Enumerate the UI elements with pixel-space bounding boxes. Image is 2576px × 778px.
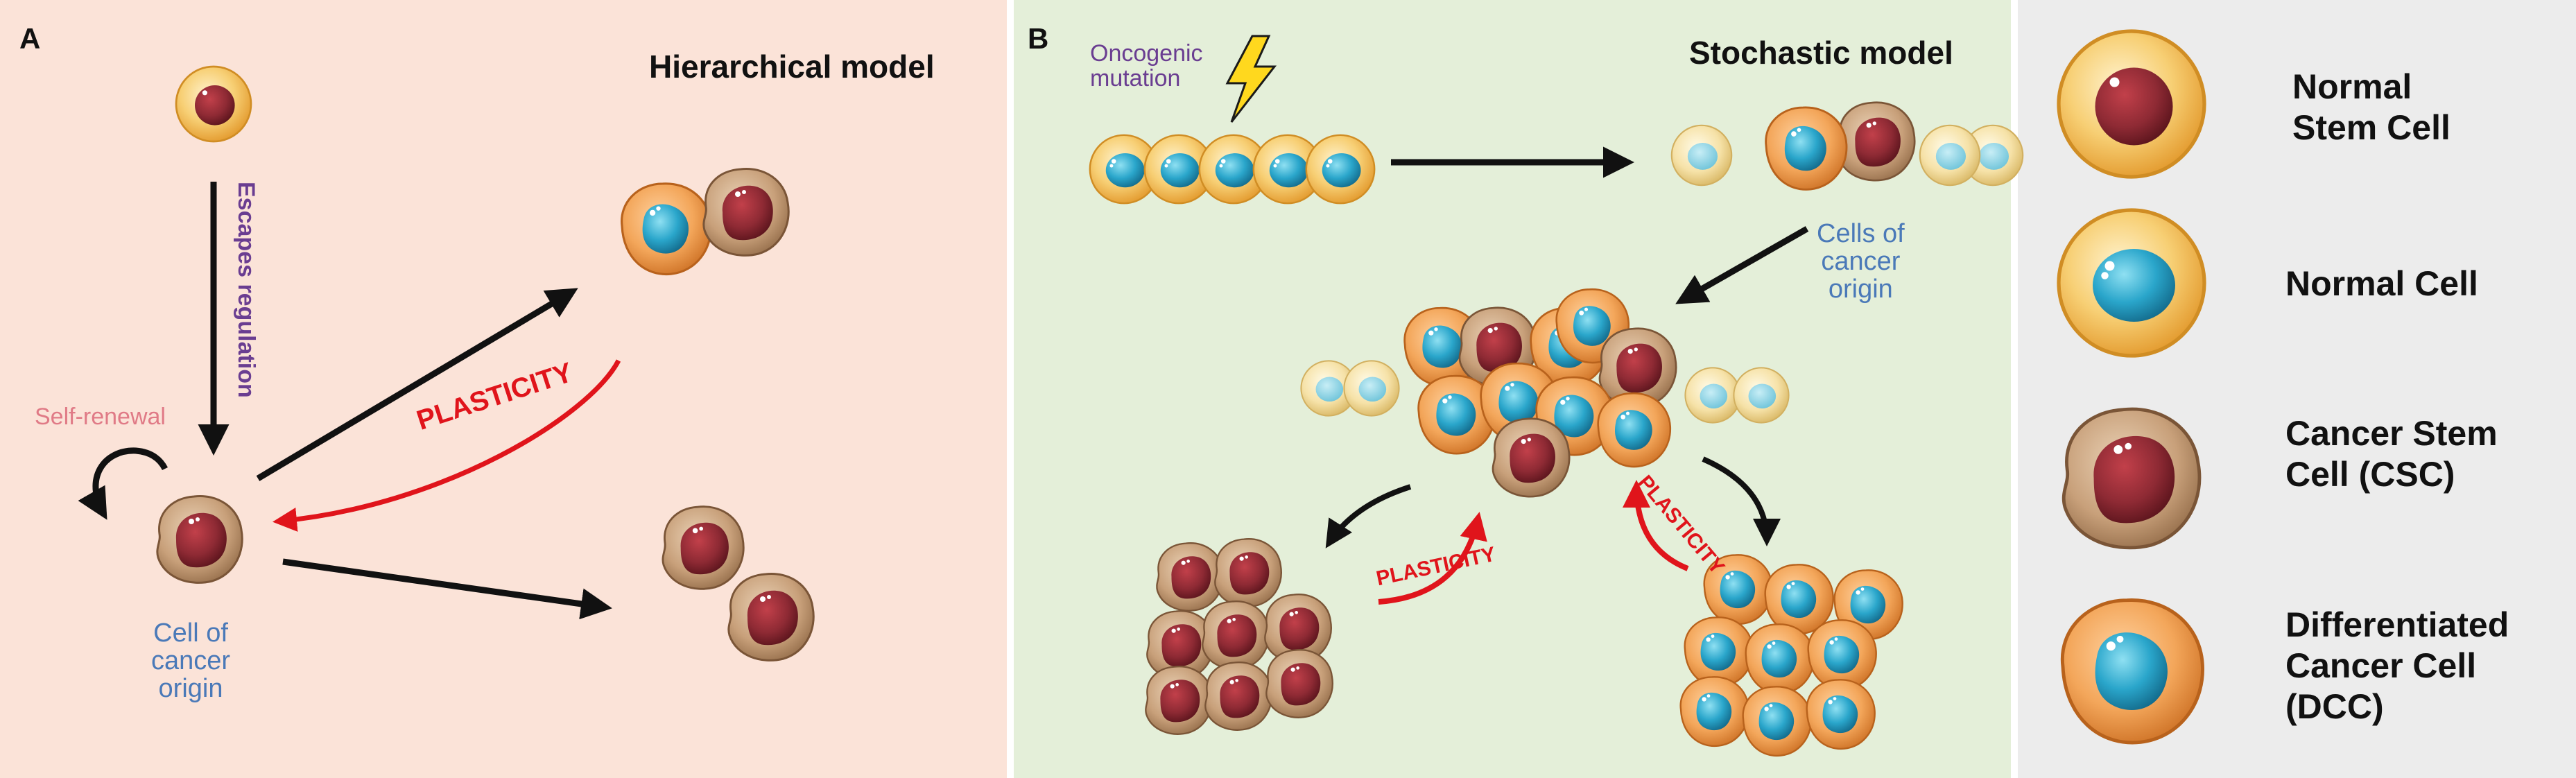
cancer-origin-label-b-line2: cancer [1821,246,1901,276]
escapes-regulation-label: Escapes regulation [233,182,259,398]
cancer-origin-label-b-line1: Cells of [1817,219,1905,248]
legend-normal-stem-line1: Normal [2292,67,2412,106]
dcc-tumor-cluster [1679,554,1903,757]
csc-cluster-bottom [662,505,815,662]
mutated-cell-row [1670,101,2024,191]
self-renewal-label: Self-renewal [35,404,166,430]
legend-dcc-line3: (DCC) [2285,687,2384,726]
legend-normal-cell-line1: Normal Cell [2285,264,2478,303]
legend-label-normal-cell: Normal Cell [2285,263,2478,304]
legend-csc-line2: Cell (CSC) [2285,455,2455,494]
legend-csc-line1: Cancer Stem [2285,414,2498,453]
panel-a-letter: A [19,22,41,55]
legend-normal-stem-line2: Stem Cell [2292,108,2450,147]
cancer-origin-label-a-line1: Cell of [153,619,228,648]
oncogenic-mutation-line1: Oncogenic [1090,40,1203,67]
oncogenic-mutation-line2: mutation [1090,64,1181,92]
cancer-origin-label-a: Cell of cancer origin [151,619,231,703]
panel-b-title: Stochastic model [1689,35,1953,71]
csc-tumor-cluster [1145,538,1333,735]
legend-label-differentiated-cancer-cell: Differentiated Cancer Cell (DCC) [2285,605,2509,727]
arrow-to-csc-cluster [282,558,612,620]
panel-a-hierarchical-model [0,0,1007,778]
self-renewal-arrow [78,447,168,520]
cancer-origin-label-b-line3: origin [1828,274,1893,304]
plasticity-arrow-b-right [1623,480,1689,571]
cancer-origin-label-b: Cells of cancer origin [1817,219,1905,304]
panel-a-title: Hierarchical model [649,49,935,85]
legend-dcc-line1: Differentiated [2285,605,2509,644]
arrow-to-csc-tumor [1325,484,1412,548]
legend-label-normal-stem-cell: Normal Stem Cell [2292,67,2450,148]
normal-cell-icon [2059,210,2204,356]
legend-label-cancer-stem-cell: Cancer Stem Cell (CSC) [2285,413,2498,495]
plasticity-arrow-b-left [1378,512,1487,605]
arrow-to-dcc-cluster [256,288,578,481]
normal-stem-cell-icon [2059,31,2204,177]
normal-stem-cell-top [175,65,252,143]
differentiated-cancer-cell-icon [2062,600,2202,743]
panel-b-letter: B [1028,22,1049,55]
cancer-stem-cell-icon [2064,409,2199,548]
lightning-icon [1225,35,1277,123]
arrow-to-dcc-tumor [1702,456,1781,546]
cancer-origin-label-a-line3: origin [158,673,223,703]
plasticity-arrow-a [273,359,621,532]
arrow-to-tumor [1675,226,1809,304]
legend-dcc-line2: Cancer Cell [2285,646,2477,685]
normal-cell-row [1089,134,1376,205]
dcc-csc-cluster-top [620,167,790,276]
cell-of-cancer-origin [156,494,243,584]
oncogenic-mutation-label: Oncogenic mutation [1090,40,1203,92]
cancer-origin-label-a-line2: cancer [151,646,231,675]
